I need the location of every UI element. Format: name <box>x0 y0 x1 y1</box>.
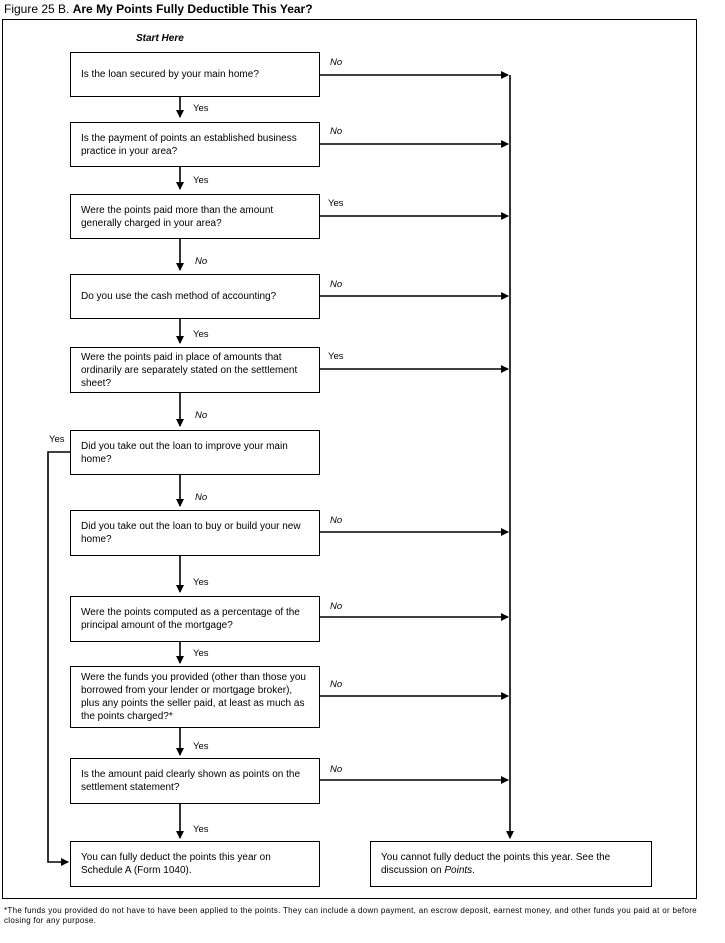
answer-side-5: Yes <box>328 351 344 362</box>
answer-side-4: No <box>330 279 343 290</box>
question-box-2: Is the payment of points an established … <box>70 122 320 167</box>
question-box-6: Did you take out the loan to improve you… <box>70 430 320 475</box>
question-box-10: Is the amount paid clearly shown as poin… <box>70 758 320 804</box>
question-box-4: Do you use the cash method of accounting… <box>70 274 320 319</box>
answer-side-8: No <box>330 601 343 612</box>
answer-down-3: No <box>195 256 208 267</box>
question-box-8: Were the points computed as a percentage… <box>70 596 320 642</box>
loop-left <box>47 451 70 866</box>
question-box-3: Were the points paid more than the amoun… <box>70 194 320 239</box>
answer-down-5: No <box>195 410 208 421</box>
question-box-7: Did you take out the loan to buy or buil… <box>70 510 320 556</box>
answer-down-9: Yes <box>193 741 209 752</box>
question-box-1: Is the loan secured by your main home? <box>70 52 320 97</box>
question-box-9: Were the funds you provided (other than … <box>70 666 320 728</box>
outcome-deduct-box: You can fully deduct the points this yea… <box>70 841 320 887</box>
answer-down-7: Yes <box>193 577 209 588</box>
question-box-5: Were the points paid in place of amounts… <box>70 347 320 393</box>
answer-side-7: No <box>330 515 343 526</box>
answer-down-1: Yes <box>193 103 209 114</box>
figure-heading: Are My Points Fully Deductible This Year… <box>72 2 313 16</box>
flowchart-frame <box>2 19 697 899</box>
points-reference: Points <box>444 865 473 876</box>
outcome-no-deduct-text: You cannot fully deduct the points this … <box>381 852 611 876</box>
answer-side-3: Yes <box>328 198 344 209</box>
figure-label: Figure 25 B. <box>4 2 70 16</box>
outcome-no-deduct-box: You cannot fully deduct the points this … <box>370 841 652 887</box>
answer-side-9: No <box>330 679 343 690</box>
figure-title: Figure 25 B. Are My Points Fully Deducti… <box>4 2 313 16</box>
answer-down-8: Yes <box>193 648 209 659</box>
answer-side-6: Yes <box>49 434 65 445</box>
footnote: *The funds you provided do not have to h… <box>4 906 697 925</box>
answer-side-10: No <box>330 764 343 775</box>
answer-side-1: No <box>330 57 343 68</box>
answer-side-2: No <box>330 126 343 137</box>
answer-down-2: Yes <box>193 175 209 186</box>
answer-down-4: Yes <box>193 329 209 340</box>
answer-down-10: Yes <box>193 824 209 835</box>
answer-down-6: No <box>195 492 208 503</box>
start-label: Start Here <box>136 33 184 44</box>
